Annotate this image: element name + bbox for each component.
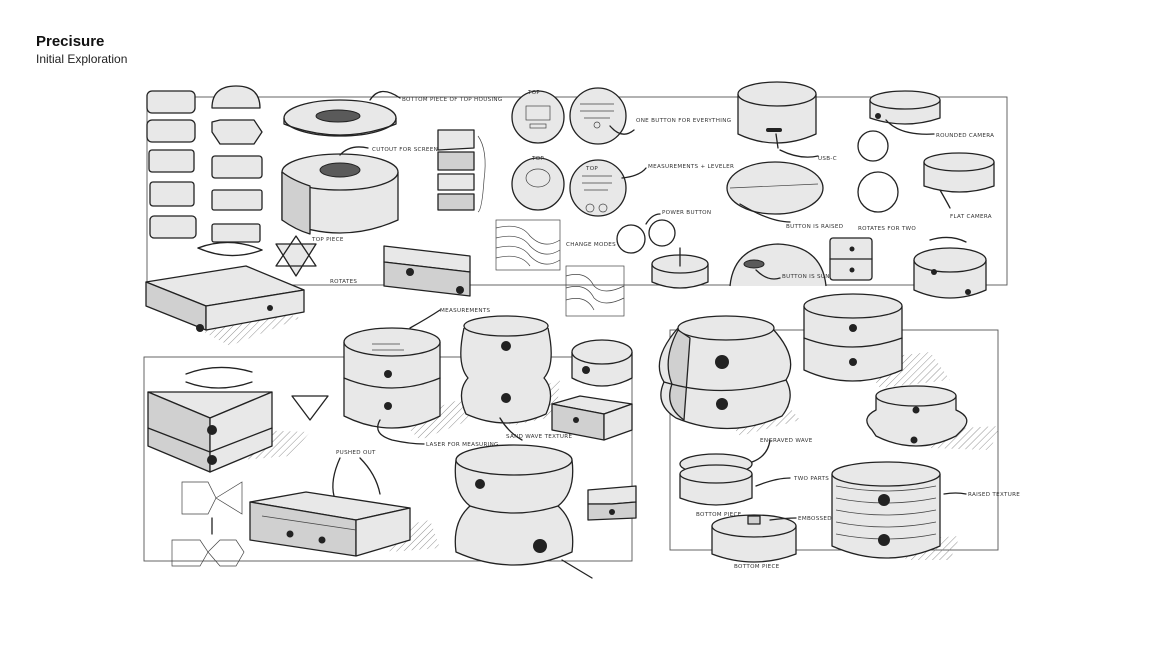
label-two-parts: TWO PARTS [793,476,829,482]
label-bottom-piece: BOTTOM PIECE OF TOP HOUSING [402,97,503,103]
open-drawer-sketch [249,457,440,557]
label-cutout: CUTOUT FOR SCREEN [372,147,438,153]
label-power-button: POWER BUTTON [662,210,711,216]
label-button-raised: BUTTON IS RAISED [786,224,843,230]
block-thumbnails [146,85,317,277]
label-usb-c: USB-C [818,156,837,162]
label-bottom-piece-a: BOTTOM PIECE [696,512,742,518]
label-pushed-out: PUSHED OUT [336,450,376,456]
two-drawer-cylinder-sketch [803,293,950,388]
fold-net-sketch [171,481,245,567]
page-title: Precisure [36,33,105,50]
label-embossed: EMBOSSED [798,516,832,522]
tray-sketch [145,265,305,346]
measurement-cylinder-sketch [343,309,470,445]
label-rotates-two: ROTATES FOR TWO [858,226,916,232]
layer-stack-sketch [437,129,486,213]
label-top-b: TOP [531,156,544,162]
label-change-modes: CHANGE MODES [566,242,616,248]
usb-cylinder-sketch [726,81,824,223]
bottom-piece-sketch [711,514,797,563]
barrel-sketch [658,315,800,436]
puck-sketch [651,247,709,289]
rotating-bar-sketch [383,245,471,297]
folded-tab-sketch [587,485,637,521]
triangle-box-sketch [147,366,329,473]
small-box-sketch [551,395,633,441]
oval-puck-sketch [571,339,633,387]
saucer-sketch [866,385,1000,450]
screen-concepts [511,87,676,254]
label-bottom-piece-b: BOTTOM PIECE [734,564,780,570]
label-rounded-camera: ROUNDED CAMERA [936,133,994,139]
label-rotates: ROTATES [330,279,357,285]
label-laser: LASER FOR MEASURING [426,442,499,448]
page-subtitle: Initial Exploration [36,52,128,66]
drawer-box-sketch [829,237,873,281]
label-measurements: MEASUREMENTS [440,308,491,314]
label-one-button: ONE BUTTON FOR EVERYTHING [636,118,731,124]
raised-texture-sketch [831,461,967,560]
label-raised-texture: RAISED TEXTURE [968,492,1020,498]
hourglass-sketch [460,315,560,441]
label-top-a: TOP [527,90,540,96]
label-engraved-wave: ENGRAVED WAVE [760,438,813,444]
wave-textures [495,219,625,317]
two-part-sketch [679,439,791,506]
label-top-piece: TOP PIECE [311,237,344,243]
top-housing-sketch [281,90,401,235]
label-top-c: TOP [585,166,598,172]
label-flat-camera: FLAT CAMERA [950,214,992,220]
big-hourglass-sketch [454,444,593,579]
camera-sketches [857,90,995,299]
dome-sketch [729,243,827,287]
label-sand-wave: SAND WAVE TEXTURE [506,434,572,440]
label-measurements-leveler: MEASUREMENTS + LEVELER [648,164,734,170]
label-button-sunk: BUTTON IS SUNKED [782,274,842,280]
